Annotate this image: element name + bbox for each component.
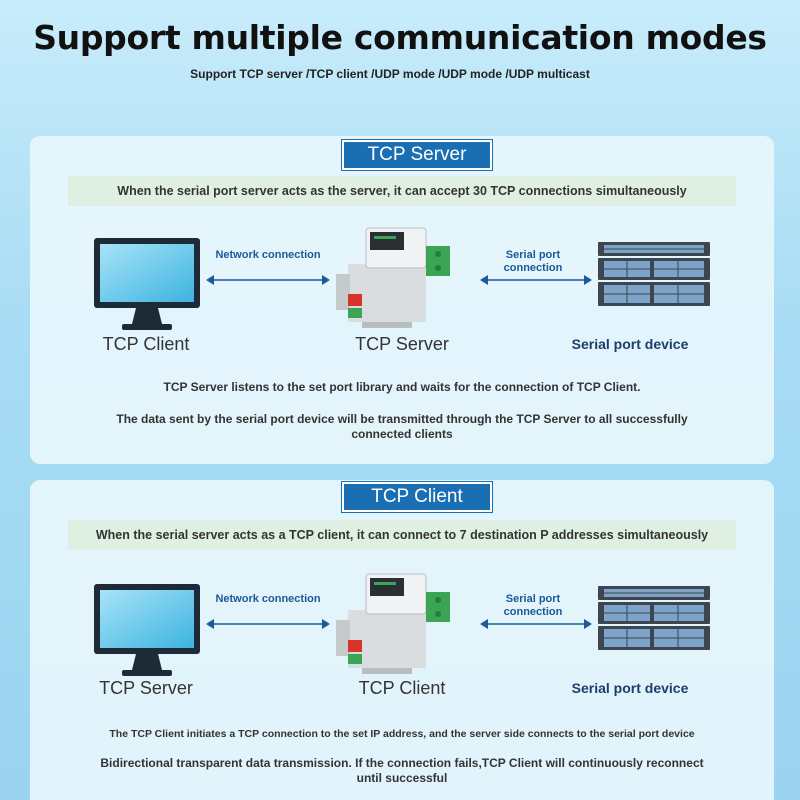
- mode-description: When the serial port server acts as the …: [68, 176, 736, 206]
- serial-port-connection-label: Serial port connection: [503, 593, 563, 618]
- node-label-center: TCP Server: [355, 334, 449, 354]
- note-line: Bidirectional transparent data transmiss…: [100, 756, 704, 785]
- double-arrow-icon: [480, 275, 592, 285]
- node-label-center: TCP Client: [358, 678, 446, 698]
- double-arrow-icon: [206, 275, 330, 285]
- note-line: The data sent by the serial port device …: [116, 412, 688, 441]
- monitor-icon: [94, 584, 200, 676]
- note-line: The TCP Client initiates a TCP connectio…: [109, 728, 695, 740]
- page-subtitle: Support TCP server /TCP client /UDP mode…: [190, 67, 590, 81]
- server-rack-icon: [598, 242, 710, 306]
- serial-server-device-icon: [336, 227, 450, 328]
- mode-tag-tcp-server: TCP Server: [341, 139, 493, 171]
- tcp-client-panel: TCP Client When the serial server acts a…: [30, 480, 774, 800]
- monitor-icon: [94, 238, 200, 330]
- page-title: Support multiple communication modes: [33, 18, 767, 57]
- double-arrow-icon: [480, 619, 592, 629]
- server-rack-icon: [598, 586, 710, 650]
- serial-server-device-icon: [336, 573, 450, 674]
- double-arrow-icon: [206, 619, 330, 629]
- network-connection-label: Network connection: [215, 593, 321, 605]
- node-label-right: Serial port device: [571, 336, 689, 352]
- tcp-server-panel: TCP Server When the serial port server a…: [30, 136, 774, 464]
- node-label-left: TCP Client: [102, 334, 190, 354]
- node-label-left: TCP Server: [99, 678, 193, 698]
- serial-port-connection-label: Serial port connection: [503, 249, 563, 274]
- network-connection-label: Network connection: [215, 249, 321, 261]
- node-label-right: Serial port device: [571, 680, 689, 696]
- mode-description: When the serial server acts as a TCP cli…: [68, 520, 736, 550]
- note-line: TCP Server listens to the set port libra…: [163, 380, 641, 394]
- mode-tag-tcp-client: TCP Client: [341, 481, 493, 513]
